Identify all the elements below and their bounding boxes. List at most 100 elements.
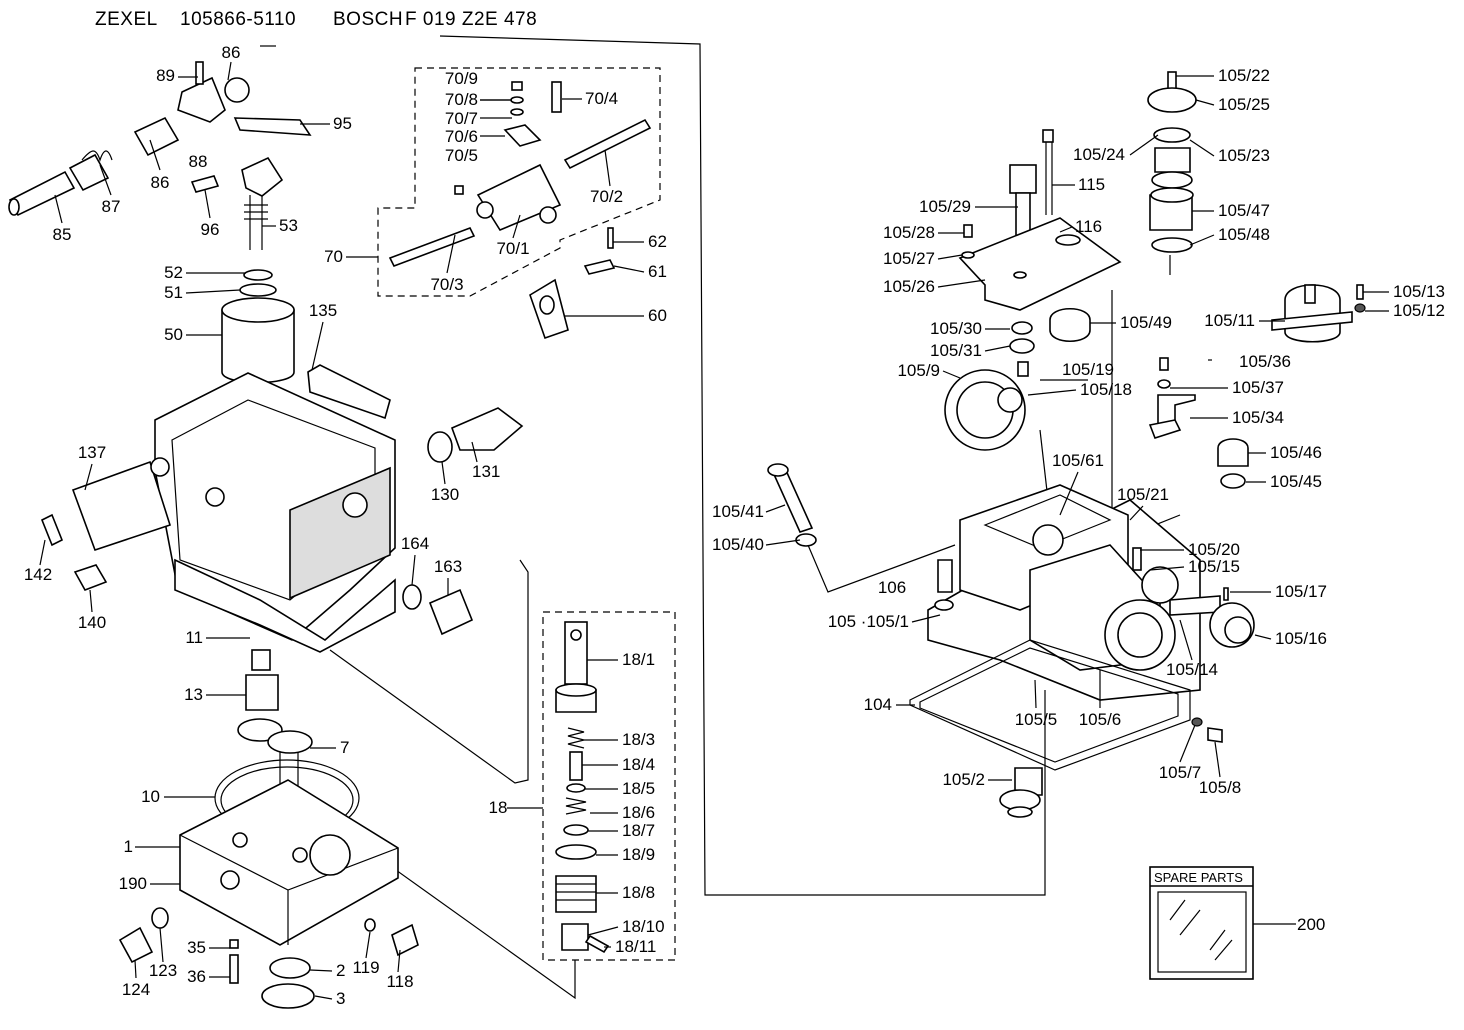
leader-line [441,461,446,485]
leader-line [311,321,324,371]
leader-line [1179,724,1196,763]
leader-line [613,265,645,273]
leader-line [1189,234,1215,246]
leader-line [446,234,456,274]
part-label: 135 [309,301,337,320]
part-label: 70/1 [496,239,529,258]
part-label: 13 [184,685,203,704]
part-label: 164 [401,534,429,553]
part-label: 105/16 [1275,629,1327,648]
part-label: 18/5 [622,779,655,798]
leader-line [99,164,112,196]
part-label: 70 [324,247,343,266]
part-label: 105/5 [1015,710,1058,729]
part-label: 18/3 [622,730,655,749]
leader-line [84,463,93,491]
part-label: 105 ·105/1 [828,612,909,631]
leader-line [397,949,401,973]
part-label: 105/30 [930,319,982,338]
leader-line [937,279,986,288]
control-lever-group [388,81,652,340]
part-label: 105/36 [1239,352,1291,371]
leader-line [1129,505,1144,521]
header-maker-1: ZEXEL [95,9,158,30]
part-label: 7 [340,738,349,757]
housing-group [40,297,524,653]
leader-line [471,441,478,463]
part-label: 105/48 [1218,225,1270,244]
leader-line [984,345,1011,352]
timer-upper-group [958,71,1366,354]
part-label: 105/23 [1218,146,1270,165]
spare-parts-title: SPARE PARTS [1154,870,1243,885]
part-label: 105/17 [1275,582,1327,601]
leader-line [1149,566,1185,571]
part-label: 11 [185,628,203,647]
part-label: 106 [878,578,906,597]
feed-pump-column [555,621,610,954]
part-label: 105/41 [712,502,764,521]
part-label: 116 [1075,217,1102,236]
part-label: 86 [222,43,241,62]
leader-line [1034,679,1037,709]
part-label: 18/6 [622,803,655,822]
part-label: 70/6 [445,127,478,146]
part-label: 105/46 [1270,443,1322,462]
header-part-number-2: F 019 Z2E 478 [405,9,537,30]
leader-line [185,289,241,294]
part-label: 105/13 [1393,282,1445,301]
leader-line [227,61,232,81]
leader-line [765,504,786,513]
part-label: 123 [149,961,177,980]
part-label: 2 [336,961,345,980]
timer-main-group [767,357,1255,818]
part-label: 105/15 [1188,557,1240,576]
part-label: 105/31 [930,341,982,360]
leader-line [365,931,371,959]
header-part-number-1: 105866-5110 [180,9,296,30]
part-label: 115 [1078,175,1105,194]
leader-line [149,139,161,171]
part-label: 105/47 [1218,201,1270,220]
part-label: 18 [489,798,508,817]
part-label: 105/18 [1080,380,1132,399]
part-label: 51 [164,283,183,302]
part-label: 62 [648,232,667,251]
drive-base-group [118,649,419,1009]
part-label: 18/7 [622,821,655,840]
part-label: 18/11 [615,937,656,956]
leader-line [54,194,63,224]
part-label: 105/37 [1232,378,1284,397]
part-label: 105/2 [942,770,985,789]
part-label: 70/9 [445,69,478,88]
leader-line [39,539,46,566]
leader-line [1195,99,1215,106]
leader-line [134,959,137,979]
part-label: 118 [386,972,413,991]
part-label: 96 [201,220,220,239]
part-label: 105/22 [1218,66,1270,85]
part-label: 10 [141,787,160,806]
spare-parts-number: 200 [1297,915,1325,934]
part-label: 86 [151,173,170,192]
part-label: 88 [189,152,208,171]
part-label: 105/49 [1120,313,1172,332]
part-label: 52 [164,263,183,282]
part-label: 70/3 [430,275,463,294]
part-label: 1 [124,837,133,856]
spare-parts-box: SPARE PARTS 200 [1149,866,1325,980]
leader-line [937,254,963,260]
part-label: 105/9 [897,361,940,380]
part-label: 105/19 [1062,360,1114,379]
part-label: 53 [279,216,298,235]
part-label: 18/1 [622,650,655,669]
part-label: 105/29 [919,197,971,216]
leader-line [314,995,333,1000]
part-label: 119 [352,958,379,977]
leader-lines [39,61,1389,1000]
part-label: 105/6 [1079,710,1122,729]
part-label: 3 [336,989,345,1008]
assembly-lines [260,35,1181,1000]
part-label: 50 [164,325,183,344]
shaft-lever-group [8,61,312,297]
